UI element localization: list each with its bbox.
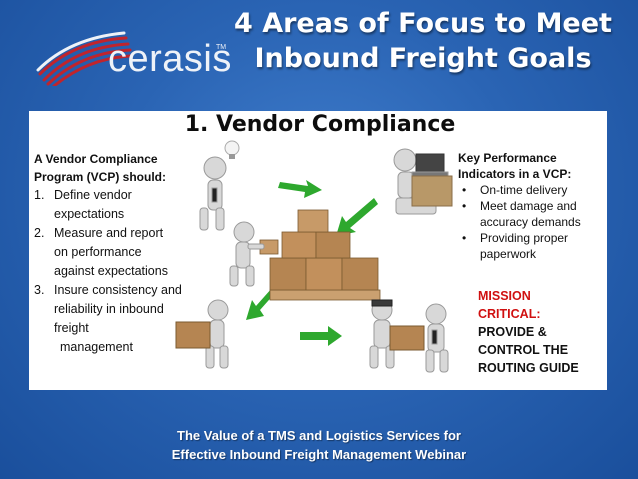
box-pallet bbox=[259, 209, 381, 301]
list-item: 3. Insure consistency and reliability in… bbox=[34, 281, 224, 338]
mission-line-1: MISSION bbox=[478, 289, 531, 303]
list-item-line: on performance bbox=[54, 245, 142, 259]
footer-line-2: Effective Inbound Freight Management Web… bbox=[171, 447, 467, 462]
list-item-line: paperwork bbox=[480, 247, 537, 261]
bullet-icon: • bbox=[462, 183, 467, 197]
section-title: 1. Vendor Compliance bbox=[184, 112, 456, 137]
list-item-line: Providing proper bbox=[480, 231, 569, 245]
list-item-line: expectations bbox=[54, 207, 125, 221]
footer-webinar-title: The Value of a TMS and Logistics Service… bbox=[0, 426, 638, 464]
list-number: 2. bbox=[34, 226, 45, 240]
logo-text: cerasis bbox=[108, 38, 232, 80]
vcp-list: 1. Define vendor expectations 2. Measure… bbox=[34, 186, 224, 357]
list-item: • Providing proper paperwork bbox=[458, 230, 608, 262]
list-item-line: Measure and report bbox=[54, 226, 164, 240]
list-item-line: accuracy demands bbox=[480, 215, 581, 229]
title-line-1: 4 Areas of Focus to Meet bbox=[234, 8, 612, 39]
logo-trademark: TM bbox=[216, 44, 227, 51]
list-item-line: On-time delivery bbox=[480, 183, 568, 197]
list-item: • On-time delivery bbox=[458, 182, 608, 198]
kpi-heading-line-2: Indicators in a VCP: bbox=[458, 167, 572, 181]
bullet-icon: • bbox=[462, 199, 467, 213]
provide-line-3: ROUTING GUIDE bbox=[478, 361, 579, 375]
green-arrows bbox=[246, 180, 378, 346]
list-item: • Meet damage and accuracy demands bbox=[458, 198, 608, 230]
vcp-heading-line-2: Program (VCP) should: bbox=[34, 170, 167, 184]
list-trailing-line: management bbox=[60, 340, 133, 354]
kpi-list: • On-time delivery • Meet damage and acc… bbox=[458, 182, 608, 262]
list-item: 1. Define vendor expectations bbox=[34, 186, 224, 224]
routing-guide-callout: PROVIDE & CONTROL THE ROUTING GUIDE bbox=[478, 323, 608, 377]
bullet-icon: • bbox=[462, 231, 467, 245]
list-item-line: Define vendor bbox=[54, 188, 132, 202]
vcp-heading: A Vendor Compliance Program (VCP) should… bbox=[34, 150, 166, 186]
list-item-line: Insure consistency and bbox=[54, 283, 182, 297]
provide-line-2: CONTROL THE bbox=[478, 343, 569, 357]
carrying-figure-left bbox=[175, 299, 229, 369]
page-title: 4 Areas of Focus to Meet Inbound Freight… bbox=[218, 6, 628, 76]
list-item: 2. Measure and report on performance aga… bbox=[34, 224, 224, 281]
shipping-illustration bbox=[175, 140, 453, 373]
list-item-line: freight bbox=[54, 321, 89, 335]
title-line-2: Inbound Freight Goals bbox=[254, 43, 592, 74]
cerasis-logo-swoosh bbox=[36, 31, 132, 86]
pushing-figure bbox=[229, 221, 265, 287]
list-number: 3. bbox=[34, 283, 45, 297]
list-number: 1. bbox=[34, 188, 45, 202]
footer-line-1: The Value of a TMS and Logistics Service… bbox=[177, 428, 461, 443]
list-item-line: reliability in inbound bbox=[54, 302, 164, 316]
laptop-figure bbox=[393, 148, 453, 215]
provide-line-1: PROVIDE & bbox=[478, 325, 547, 339]
receiving-figure bbox=[425, 303, 449, 373]
list-item-line: Meet damage and bbox=[480, 199, 577, 213]
list-item-line: against expectations bbox=[54, 264, 168, 278]
kpi-heading-line-1: Key Performance bbox=[458, 151, 557, 165]
mission-line-2: CRITICAL: bbox=[478, 307, 541, 321]
mission-critical-label: MISSION CRITICAL: bbox=[478, 287, 541, 323]
thinking-figure bbox=[199, 156, 227, 231]
kpi-heading: Key Performance Indicators in a VCP: bbox=[458, 150, 598, 182]
lightbulb-icon bbox=[224, 140, 240, 159]
carrying-figure-cap bbox=[369, 299, 425, 369]
vcp-heading-line-1: A Vendor Compliance bbox=[34, 152, 158, 166]
